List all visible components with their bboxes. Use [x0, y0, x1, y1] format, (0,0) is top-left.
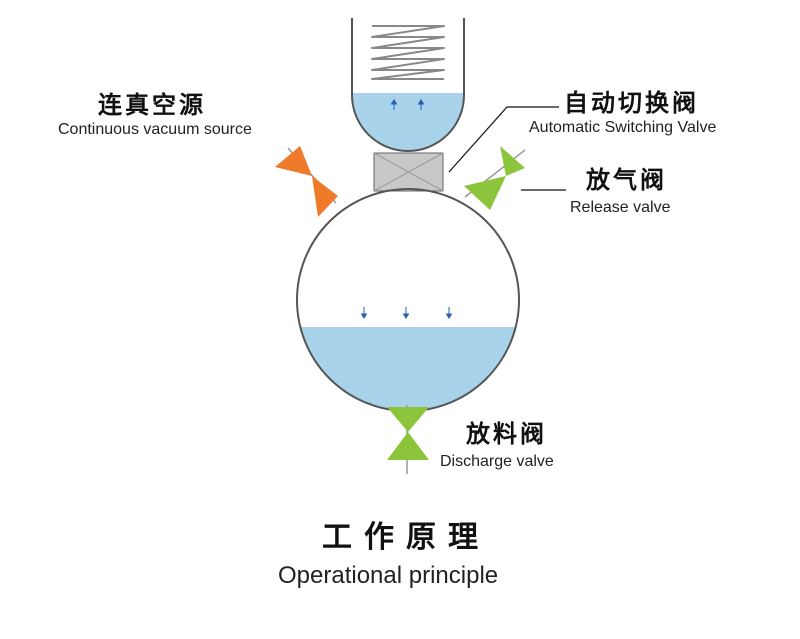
orange-valve-icon [275, 146, 338, 217]
green-valve-icon [464, 146, 526, 210]
main-vessel [296, 188, 520, 412]
vacuum-source-label-en: Continuous vacuum source [58, 121, 252, 138]
switching-valve-label-cn: 自动切换阀 [564, 89, 699, 117]
discharge-valve-label-cn: 放料阀 [466, 420, 547, 448]
switching-valve-label-en: Automatic Switching Valve [529, 119, 717, 136]
down-arrow-icon [360, 307, 453, 319]
release-valve-label-cn: 放气阀 [586, 166, 667, 194]
discharge-valve-label-en: Discharge valve [440, 453, 554, 470]
hopper-outline [351, 18, 465, 152]
up-arrow-icon [390, 99, 425, 110]
green-valve-icon [387, 405, 429, 474]
vacuum-source-label-cn: 连真空源 [98, 91, 206, 119]
top-hopper [351, 18, 465, 152]
caption-cn: 工作原理 [322, 520, 490, 555]
caption-en: Operational principle [278, 562, 499, 589]
switching-valve-block [373, 152, 444, 192]
release-valve-label-en: Release valve [570, 199, 671, 216]
zigzag-coil-icon [371, 25, 445, 80]
switching-valve-leader [448, 106, 559, 173]
